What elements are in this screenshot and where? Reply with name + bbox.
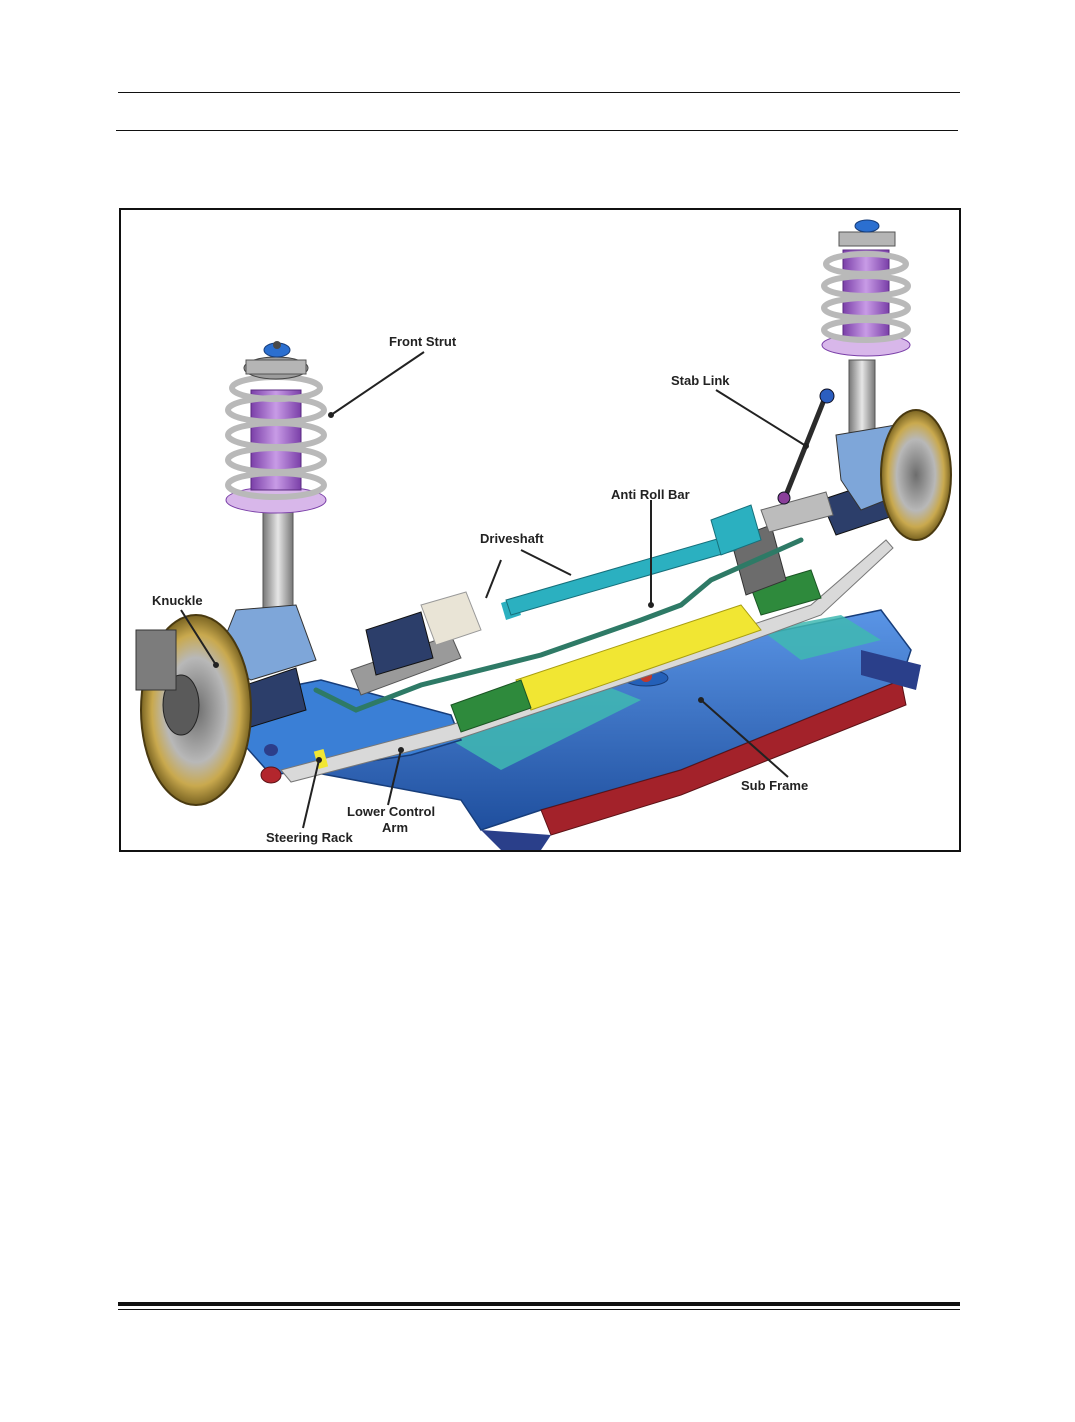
right-front-strut-part [821,219,911,461]
label-stab-link: Stab Link [671,373,730,388]
leader-knuckle-dot [213,662,219,668]
header-rule-bottom [116,130,958,131]
label-driveshaft: Driveshaft [480,531,544,546]
leader-sub-frame [700,699,789,778]
label-front-strut: Front Strut [389,334,457,349]
label-anti-roll-bar: Anti Roll Bar [611,487,690,502]
leader-front-strut-dot [328,412,334,418]
leader-driveshaft-b [485,559,502,599]
label-knuckle: Knuckle [152,593,203,608]
leader-stab-link [715,389,807,447]
leader-sub-frame-dot [698,697,704,703]
label-lower-control-arm-line2: Arm [382,820,408,835]
footer-rule-thin [118,1309,960,1310]
leader-steering-rack [302,759,320,829]
label-lower-control-arm-line1: Lower Control [347,804,435,819]
suspension-figure: Front Strut Stab Link Anti Roll Bar Driv… [119,208,961,852]
leader-front-strut [330,351,425,416]
leader-anti-roll-bar-dot [648,602,654,608]
suspension-illustration: Front Strut Stab Link Anti Roll Bar Driv… [135,219,952,850]
leader-driveshaft-a [520,549,572,576]
leader-lines [180,351,809,829]
leader-lower-control-arm-dot [398,747,404,753]
brake-rotor-part [135,409,952,806]
label-steering-rack: Steering Rack [266,830,353,845]
label-sub-frame: Sub Frame [741,778,808,793]
anti-roll-bar-part [313,537,804,713]
left-front-strut-part [225,341,327,631]
leader-steering-rack-dot [316,757,322,763]
leader-knuckle [180,609,217,666]
leader-lower-control-arm [387,749,402,806]
header-rule-top [118,92,960,93]
footer-rule-thick [118,1302,960,1306]
leader-stab-link-dot [803,443,809,449]
